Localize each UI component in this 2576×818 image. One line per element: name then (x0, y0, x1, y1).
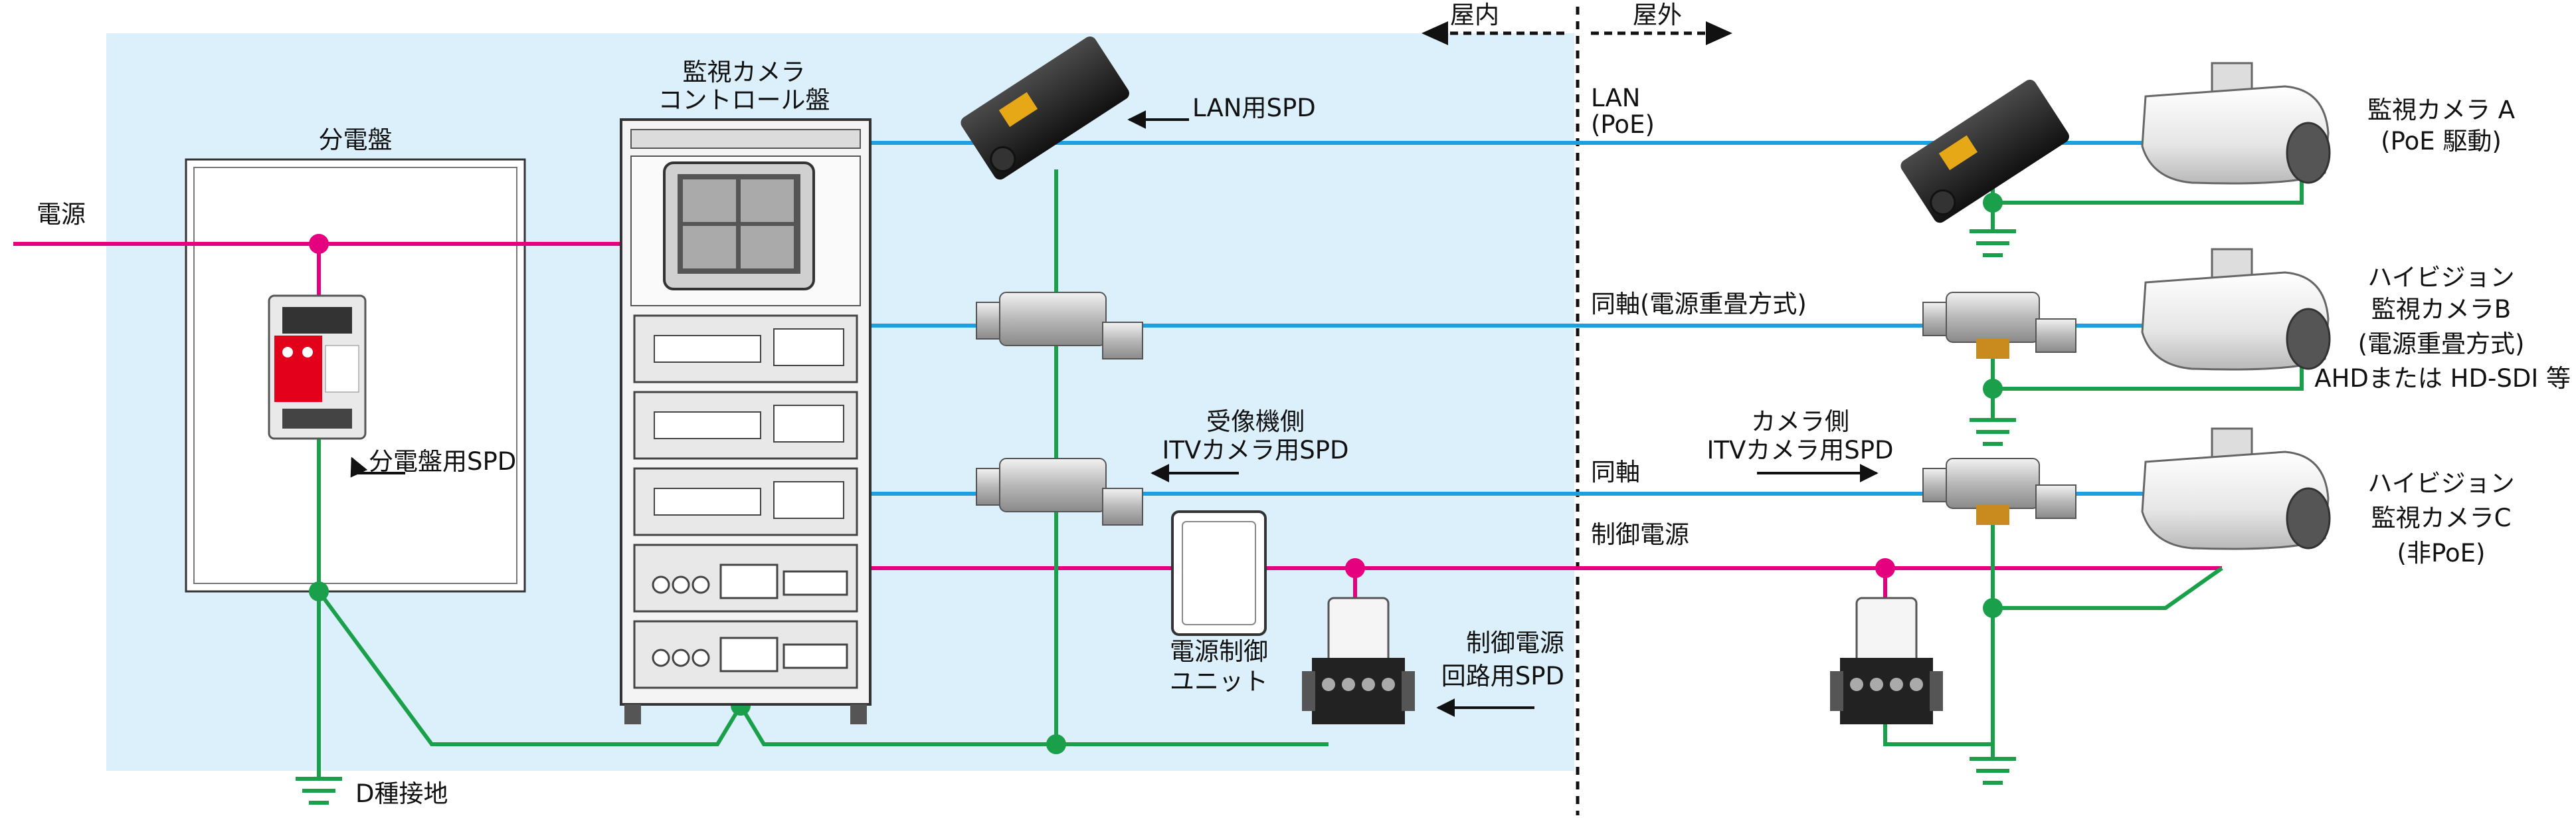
board-spd-device (268, 294, 367, 440)
camera-b-label-4: AHDまたは HD-SDI 等 (2314, 364, 2571, 393)
camera-a-label-1: 監視カメラ A (2367, 96, 2516, 124)
power-unit-label-2: ユニット (1170, 667, 1268, 696)
coax-spd-indoor-c (976, 458, 1143, 526)
camera-spd-label-2: ITVカメラ用SPD (1706, 436, 1894, 464)
control-power-spd-indoor (1302, 597, 1415, 724)
camera-c-label-3: (非PoE) (2397, 539, 2486, 567)
camera-b-label-2: 監視カメラB (2371, 295, 2512, 324)
ground-symbols-outdoor (1970, 229, 2016, 785)
coax-superimposed-label: 同軸(電源重畳方式) (1591, 290, 1807, 318)
ground-symbol-indoor (296, 777, 342, 805)
control-power-spd-outdoor (1830, 597, 1943, 724)
outdoor-label: 屋外 (1633, 1, 1682, 29)
control-panel-label-2: コントロール盤 (658, 86, 830, 114)
coax-label: 同軸 (1591, 458, 1640, 486)
camera-a (2141, 62, 2331, 185)
ctrl-spd-label-2: 回路用SPD (1441, 662, 1564, 690)
camera-b-label-1: ハイビジョン (2367, 263, 2515, 292)
power-control-unit (1171, 510, 1267, 636)
camera-c (2141, 427, 2331, 550)
power-source-label: 電源 (37, 200, 86, 229)
camera-control-rack (620, 118, 872, 724)
indoor-label: 屋内 (1450, 1, 1499, 29)
board-spd-label: 分電盤用SPD (369, 447, 517, 476)
coax-spd-outdoor-c (1922, 458, 2076, 525)
coax-spd-outdoor-b (1922, 292, 2076, 359)
camera-c-label-1: ハイビジョン (2367, 469, 2515, 498)
lan-line-label-2: (PoE) (1591, 110, 1655, 139)
pointer-arrows (350, 110, 1879, 717)
receiver-spd-label-2: ITVカメラ用SPD (1162, 436, 1349, 464)
receiver-spd-label-1: 受像機側 (1206, 407, 1305, 436)
coax-spd-indoor-b (976, 292, 1143, 359)
ctrl-power-line-label: 制御電源 (1591, 520, 1689, 549)
lan-line-label-1: LAN (1591, 84, 1641, 112)
lan-spd-outdoor (1900, 79, 2069, 223)
camera-spd-label-1: カメラ側 (1751, 407, 1849, 436)
camera-b-label-3: (電源重畳方式) (2357, 330, 2525, 358)
ground-label: D種接地 (355, 779, 448, 808)
camera-c-label-2: 監視カメラC (2371, 504, 2512, 532)
lan-spd-label: LAN用SPD (1192, 94, 1316, 122)
control-panel-label-1: 監視カメラ (682, 58, 806, 86)
camera-b (2141, 248, 2331, 371)
camera-a-label-2: (PoE 駆動) (2381, 127, 2502, 155)
distribution-board-label: 分電盤 (318, 126, 393, 154)
power-unit-label-1: 電源制御 (1170, 637, 1268, 666)
ctrl-spd-label-1: 制御電源 (1466, 629, 1564, 657)
lan-spd-indoor (961, 36, 1129, 180)
